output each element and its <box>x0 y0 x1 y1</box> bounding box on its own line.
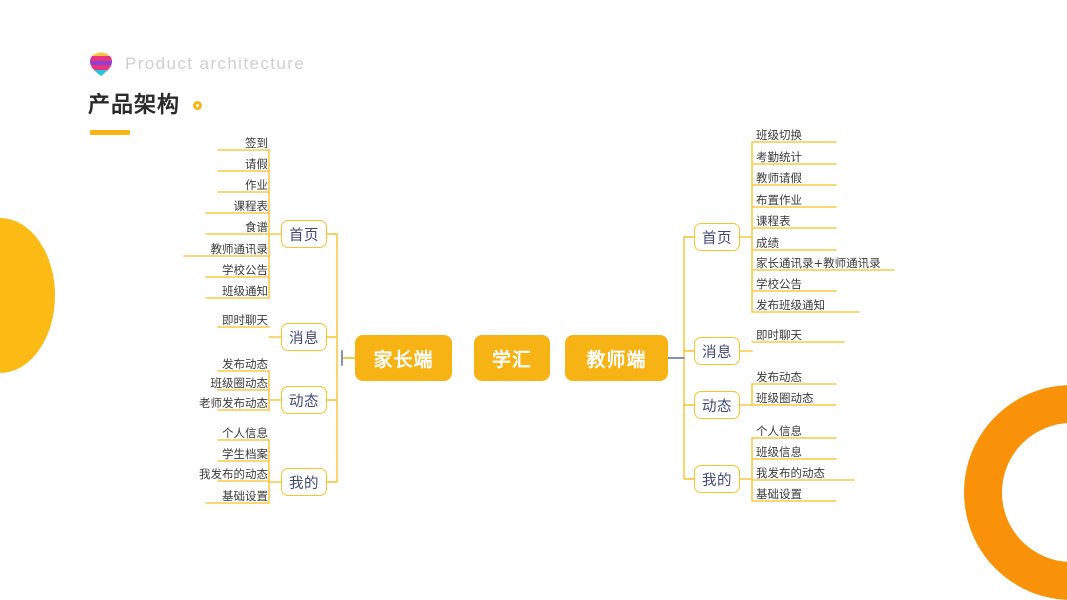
branch-node-left-3[interactable]: 我的 <box>281 468 327 496</box>
leaf-node-left-2-1[interactable]: 班级圈动态 <box>210 376 269 390</box>
branch-node-right-3[interactable]: 我的 <box>694 465 740 493</box>
header-chinese-title: 产品架构 <box>88 93 181 118</box>
leaf-node-left-0-2[interactable]: 作业 <box>245 178 268 192</box>
leaf-node-left-2-0[interactable]: 发布动态 <box>222 357 268 371</box>
leaf-node-right-0-1[interactable]: 考勤统计 <box>756 150 802 164</box>
leaf-node-right-0-0[interactable]: 班级切换 <box>756 128 802 142</box>
leaf-node-left-0-4[interactable]: 食谱 <box>245 220 268 234</box>
leaf-node-left-3-0[interactable]: 个人信息 <box>222 426 268 440</box>
leaf-node-left-3-3[interactable]: 基础设置 <box>222 489 268 503</box>
accent-underline <box>90 130 130 135</box>
slide-header: Product architecture 产品架构 <box>88 50 508 135</box>
leaf-node-left-0-3[interactable]: 课程表 <box>233 199 269 213</box>
leaf-node-left-0-1[interactable]: 请假 <box>245 157 268 171</box>
branch-node-left-1[interactable]: 消息 <box>281 323 327 351</box>
leaf-node-left-3-1[interactable]: 学生档案 <box>222 447 268 461</box>
striped-droplet-logo-icon <box>88 51 114 77</box>
branch-node-left-0[interactable]: 首页 <box>281 220 327 248</box>
leaf-node-right-0-3[interactable]: 布置作业 <box>756 193 802 207</box>
leaf-node-right-0-5[interactable]: 成绩 <box>756 236 779 250</box>
leaf-node-right-1-0[interactable]: 即时聊天 <box>756 328 802 342</box>
leaf-node-left-1-0[interactable]: 即时聊天 <box>222 313 268 327</box>
leaf-node-right-3-1[interactable]: 班级信息 <box>756 445 802 459</box>
leaf-node-left-3-2[interactable]: 我发布的动态 <box>199 467 268 481</box>
branch-node-right-0[interactable]: 首页 <box>694 223 740 251</box>
leaf-node-left-0-5[interactable]: 教师通讯录 <box>210 242 269 256</box>
leaf-node-right-0-7[interactable]: 学校公告 <box>756 277 802 291</box>
leaf-node-right-0-6[interactable]: 家长通讯录+教师通讯录 <box>756 256 881 270</box>
leaf-node-right-0-2[interactable]: 教师请假 <box>756 171 802 185</box>
root-box-teacher[interactable]: 教师端 <box>565 335 668 381</box>
root-box-center[interactable]: 学汇 <box>474 335 550 381</box>
leaf-node-left-0-0[interactable]: 签到 <box>245 136 268 150</box>
leaf-node-left-0-7[interactable]: 班级通知 <box>222 284 268 298</box>
branch-node-right-2[interactable]: 动态 <box>694 391 740 419</box>
leaf-node-right-3-0[interactable]: 个人信息 <box>756 424 802 438</box>
leaf-node-left-0-6[interactable]: 学校公告 <box>222 263 268 277</box>
leaf-node-right-0-8[interactable]: 发布班级通知 <box>756 298 825 312</box>
branch-node-left-2[interactable]: 动态 <box>281 386 327 414</box>
accent-dot-icon <box>193 100 203 110</box>
branch-node-right-1[interactable]: 消息 <box>694 337 740 365</box>
header-english-title: Product architecture <box>125 54 306 73</box>
leaf-node-right-2-1[interactable]: 班级圈动态 <box>756 391 814 405</box>
root-box-parent[interactable]: 家长端 <box>355 335 452 381</box>
leaf-node-left-2-2[interactable]: 老师发布动态 <box>199 396 268 410</box>
leaf-node-right-3-3[interactable]: 基础设置 <box>756 487 802 501</box>
leaf-node-right-0-4[interactable]: 课程表 <box>756 214 791 228</box>
leaf-node-right-2-0[interactable]: 发布动态 <box>756 370 802 384</box>
leaf-node-right-3-2[interactable]: 我发布的动态 <box>756 466 825 480</box>
